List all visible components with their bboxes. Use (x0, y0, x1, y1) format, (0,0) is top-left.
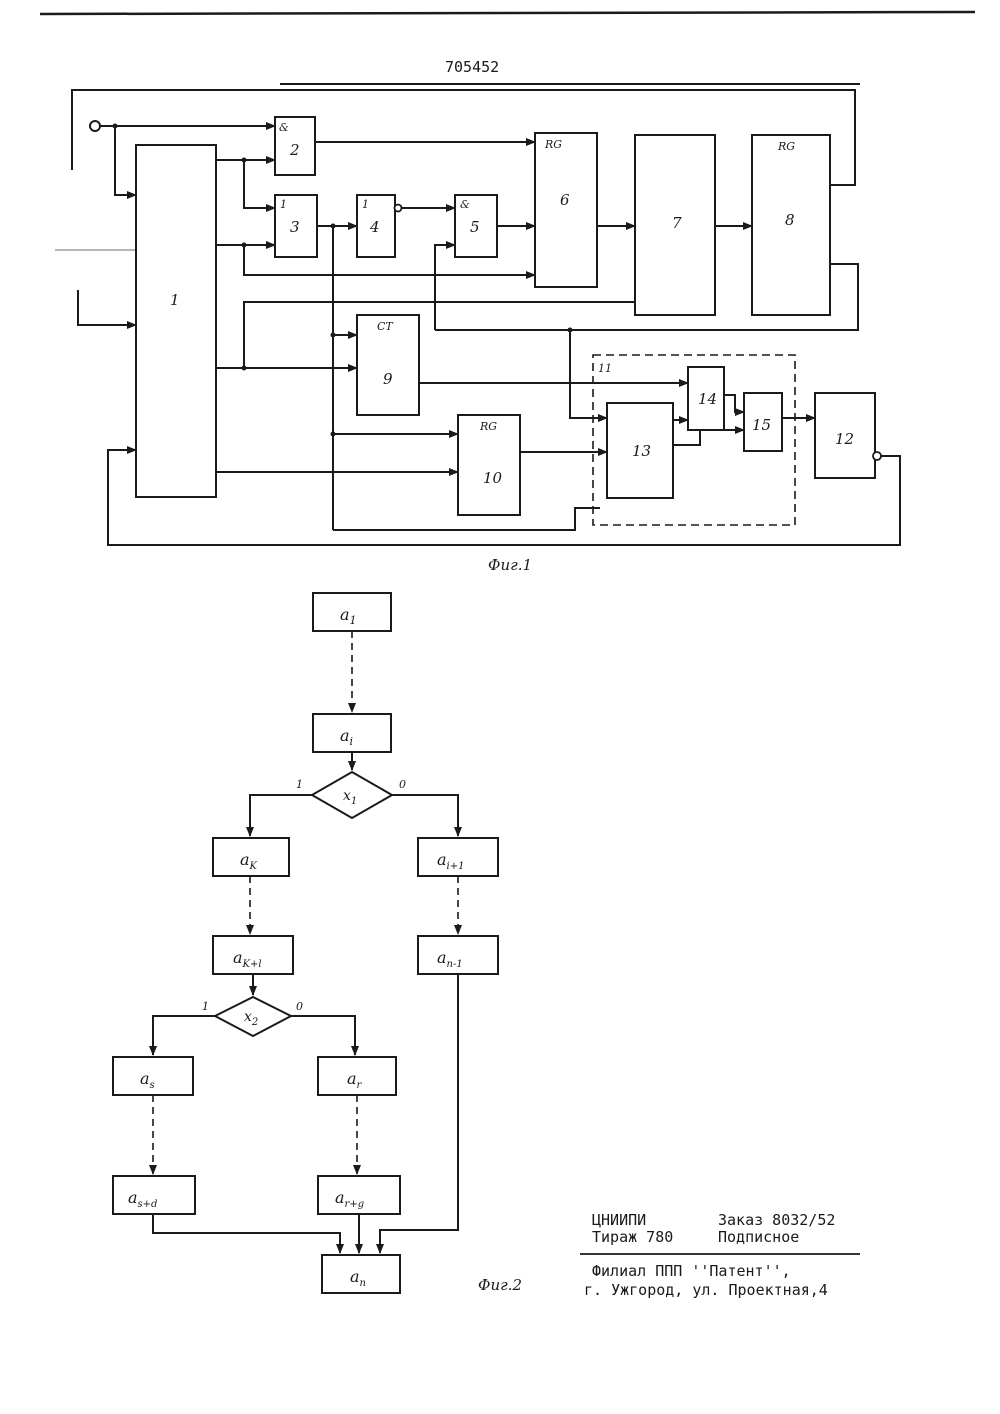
decision-x1 (312, 772, 392, 818)
imprint-address: г. Ужгород, ул. Проектная,4 (584, 1281, 828, 1299)
block-8-label: 8 (785, 211, 795, 229)
block-11-label: 11 (598, 362, 612, 375)
top-border-line (40, 12, 975, 14)
block-2-mark: & (279, 121, 289, 134)
block-5-mark: & (460, 198, 470, 211)
block-8-mark: RG (777, 140, 795, 153)
block-9-label: 9 (383, 370, 393, 388)
imprint-subscription: Подписное (718, 1228, 799, 1246)
input-terminal (90, 121, 100, 131)
fig1-block-diagram: 1 & 2 1 3 1 4 (55, 90, 900, 574)
block-6-label: 6 (560, 191, 570, 209)
block-12-label: 12 (835, 430, 854, 448)
x2-no-label: 0 (296, 1000, 303, 1013)
fig2-flowchart: a1 ai x1 1 0 aK ai+1 aK+l an-1 x2 1 0 (113, 593, 522, 1294)
block-10-label: 10 (483, 469, 503, 487)
block-1-label: 1 (170, 291, 180, 309)
imprint-branch: Филиал ППП ''Патент'', (592, 1262, 791, 1280)
imprint-publisher: ЦНИИПИ (592, 1211, 646, 1229)
x1-no-label: 0 (399, 778, 406, 791)
fig1-caption: Фиг.1 (488, 556, 532, 574)
block-3-mark: 1 (280, 198, 287, 211)
block-15-label: 15 (752, 416, 771, 434)
x2-yes-label: 1 (202, 1000, 209, 1013)
fig2-caption: Фиг.2 (478, 1276, 522, 1294)
patent-number: 705452 (445, 58, 499, 76)
x1-yes-label: 1 (296, 778, 303, 791)
block-6-mark: RG (544, 138, 562, 151)
block-4-label: 4 (369, 218, 380, 236)
block-1-control-unit (136, 145, 216, 497)
block-14-label: 14 (698, 390, 717, 408)
block-9-mark: CT (377, 320, 394, 333)
block-6-register (535, 133, 597, 287)
block-7-label: 7 (672, 214, 682, 232)
block-13-label: 13 (632, 442, 651, 460)
imprint-print-run: Тираж 780 (592, 1228, 673, 1246)
block-2-label: 2 (289, 141, 300, 159)
block-4-mark: 1 (362, 198, 369, 211)
block-5-label: 5 (470, 218, 480, 236)
block-10-mark: RG (479, 420, 497, 433)
imprint-block: ЦНИИПИ Заказ 8032/52 Тираж 780 Подписное… (580, 1211, 860, 1299)
block-3-label: 3 (290, 218, 300, 236)
imprint-order: Заказ 8032/52 (718, 1211, 835, 1229)
